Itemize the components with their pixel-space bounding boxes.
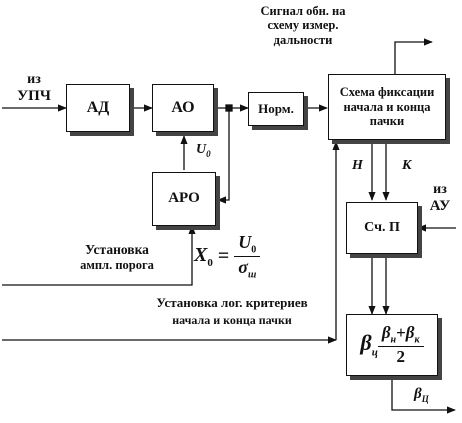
criteria-label: Установка лог. критериев начала и конца … bbox=[156, 295, 308, 327]
x0-var: X0 bbox=[194, 243, 213, 269]
u0-label: U0 bbox=[196, 142, 211, 159]
beta-fraction: βн+βк 2 bbox=[377, 323, 424, 367]
x0-equals: = bbox=[217, 244, 230, 267]
amplitude-detector-block: АД bbox=[66, 84, 130, 132]
x0-denominator: σш bbox=[238, 256, 257, 281]
schema-line-2: начала и конца bbox=[343, 99, 431, 114]
counter-block: Сч. П bbox=[346, 202, 418, 254]
beta-numerator: βн+βк bbox=[377, 323, 424, 348]
signal-label: Сигнал обн. на схему измер. дальности bbox=[260, 4, 346, 47]
ao-block: АО bbox=[152, 84, 214, 132]
signal-out-line bbox=[394, 38, 433, 80]
beta-output-label: βЦ bbox=[414, 386, 429, 404]
ao-label: АО bbox=[171, 98, 195, 116]
norm-label: Норм. bbox=[258, 100, 294, 116]
formula-out-line bbox=[391, 375, 456, 414]
x0-fraction: U0 σш bbox=[234, 232, 261, 281]
feedback-line bbox=[217, 108, 230, 204]
beta-formula: βц βн+βк 2 bbox=[360, 323, 424, 367]
ad-label: АД bbox=[86, 98, 110, 116]
counter-label: Сч. П bbox=[364, 219, 400, 235]
schema-line-3: пачки bbox=[369, 114, 405, 129]
k-label: К bbox=[402, 158, 412, 173]
threshold-label: Установка ампл. порога bbox=[80, 242, 154, 272]
aro-block: АРО bbox=[152, 172, 216, 226]
au-input-label: из АУ bbox=[429, 182, 451, 215]
schema-block: Схема фиксации начала и конца пачки bbox=[328, 74, 446, 140]
normalizer-block: Норм. bbox=[248, 92, 304, 126]
aro-label: АРО bbox=[168, 190, 200, 207]
upch-input-label: из УПЧ bbox=[17, 72, 51, 105]
h-label: Н bbox=[352, 158, 363, 173]
beta-formula-block: βц βн+βк 2 bbox=[346, 314, 438, 376]
beta-lhs: βц bbox=[360, 330, 378, 359]
x0-numerator: U0 bbox=[234, 232, 261, 257]
x0-formula: X0 = U0 σш bbox=[194, 232, 261, 281]
threshold-line bbox=[2, 225, 196, 286]
beta-denominator: 2 bbox=[396, 347, 405, 367]
schema-line-1: Схема фиксации bbox=[339, 85, 435, 100]
